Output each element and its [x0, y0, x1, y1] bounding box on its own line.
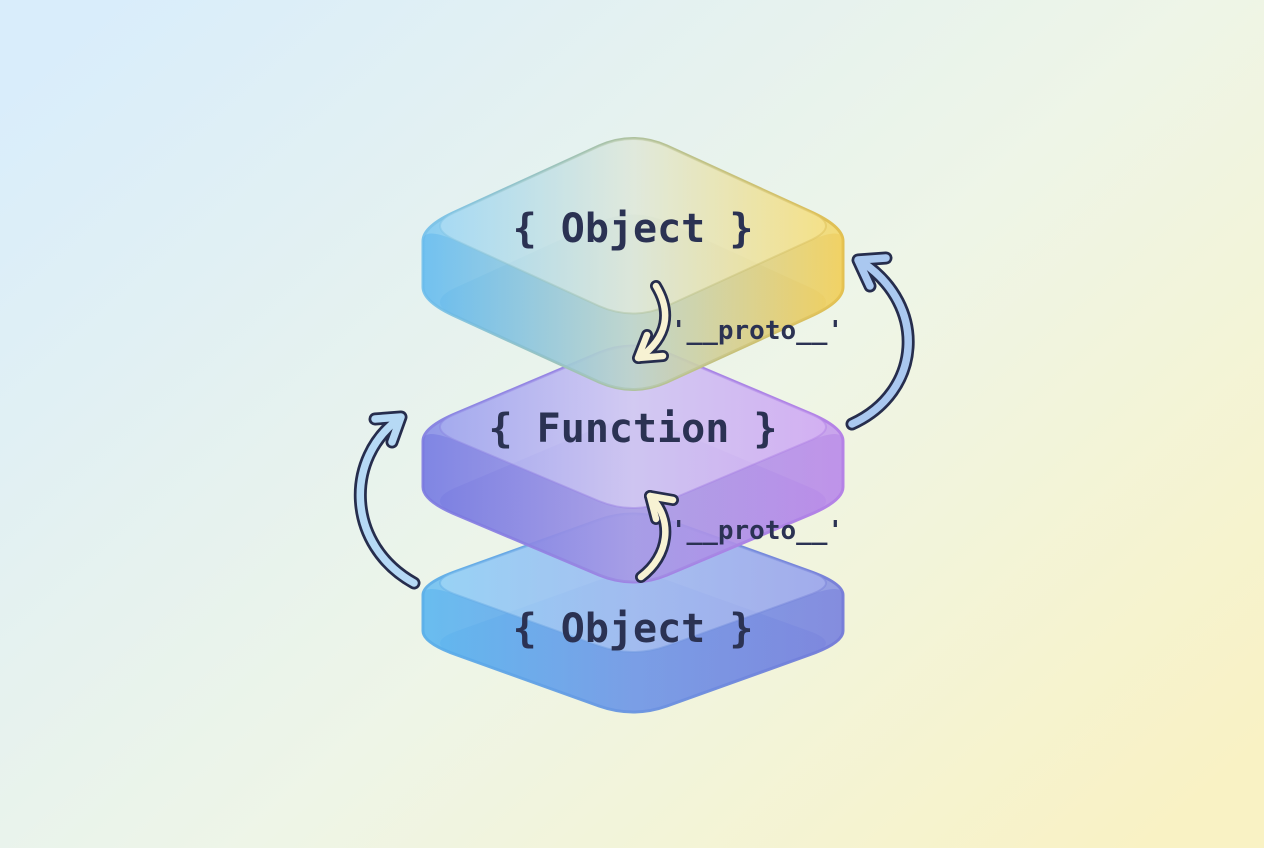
curved-arrow-left-icon — [353, 410, 421, 590]
slab-label-function: { Function } — [489, 406, 778, 452]
curved-arrow-right-icon — [845, 251, 915, 431]
curved-arrow-up-icon — [635, 490, 679, 583]
proto-label-top: '__proto__' — [671, 316, 843, 346]
slab-label-object-top: { Object } — [513, 206, 754, 252]
slab-side-walls — [423, 589, 843, 712]
slab-object-top: { Object } — [421, 137, 845, 391]
slab-label-object-bottom: { Object } — [513, 606, 754, 652]
proto-label-bottom: '__proto__' — [671, 516, 843, 546]
slab-function: { Function } — [421, 344, 845, 584]
slab-top-face — [439, 137, 827, 315]
curved-arrow-down-icon — [632, 280, 672, 364]
